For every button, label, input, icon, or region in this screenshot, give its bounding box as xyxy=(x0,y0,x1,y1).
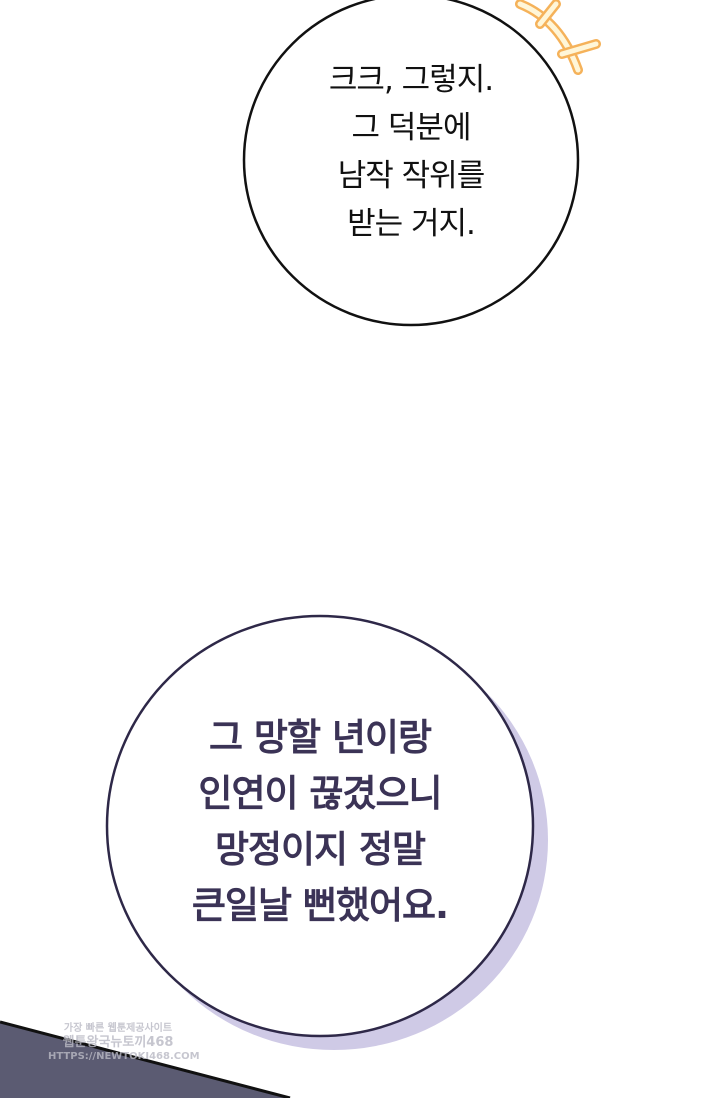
sparkle-decoration xyxy=(515,0,601,75)
speech-bubble-1 xyxy=(242,0,580,327)
bubble-2-text: 그 망할 년이랑 인연이 끊겼으니 망정이지 정말 큰일날 뻔했어요. xyxy=(191,716,449,927)
watermark: 가장 빠른 웹툰제공사이트 웹툰왕국뉴토끼468 HTTPS://NEWTOKI… xyxy=(48,1022,200,1063)
watermark-line2: 웹툰왕국뉴토끼468 xyxy=(62,1035,174,1050)
bubble-1-text: 크크, 그렇지. 그 덕분에 남작 작위를 받는 거지. xyxy=(328,62,494,242)
watermark-line3: HTTPS://NEWTOKI468.COM xyxy=(48,1051,200,1062)
watermark-line1: 가장 빠른 웹툰제공사이트 xyxy=(63,1023,173,1034)
speech-bubble-2 xyxy=(105,614,535,1038)
